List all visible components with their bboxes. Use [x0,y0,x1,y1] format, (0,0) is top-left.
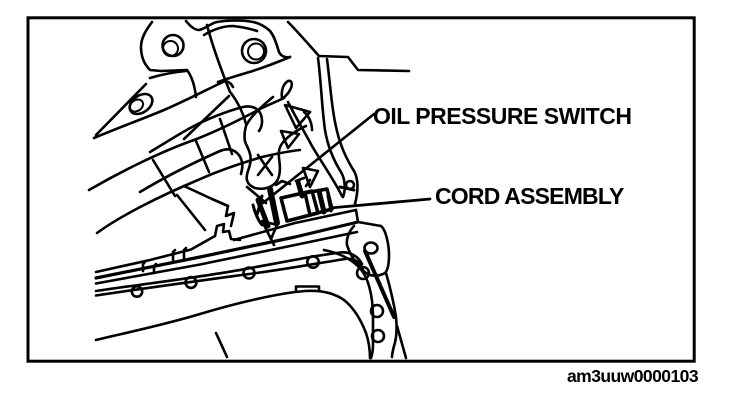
svg-text:OIL PRESSURE SWITCH: OIL PRESSURE SWITCH [373,103,631,129]
svg-text:am3uuw0000103: am3uuw0000103 [567,366,699,386]
svg-text:CORD ASSEMBLY: CORD ASSEMBLY [435,183,624,209]
